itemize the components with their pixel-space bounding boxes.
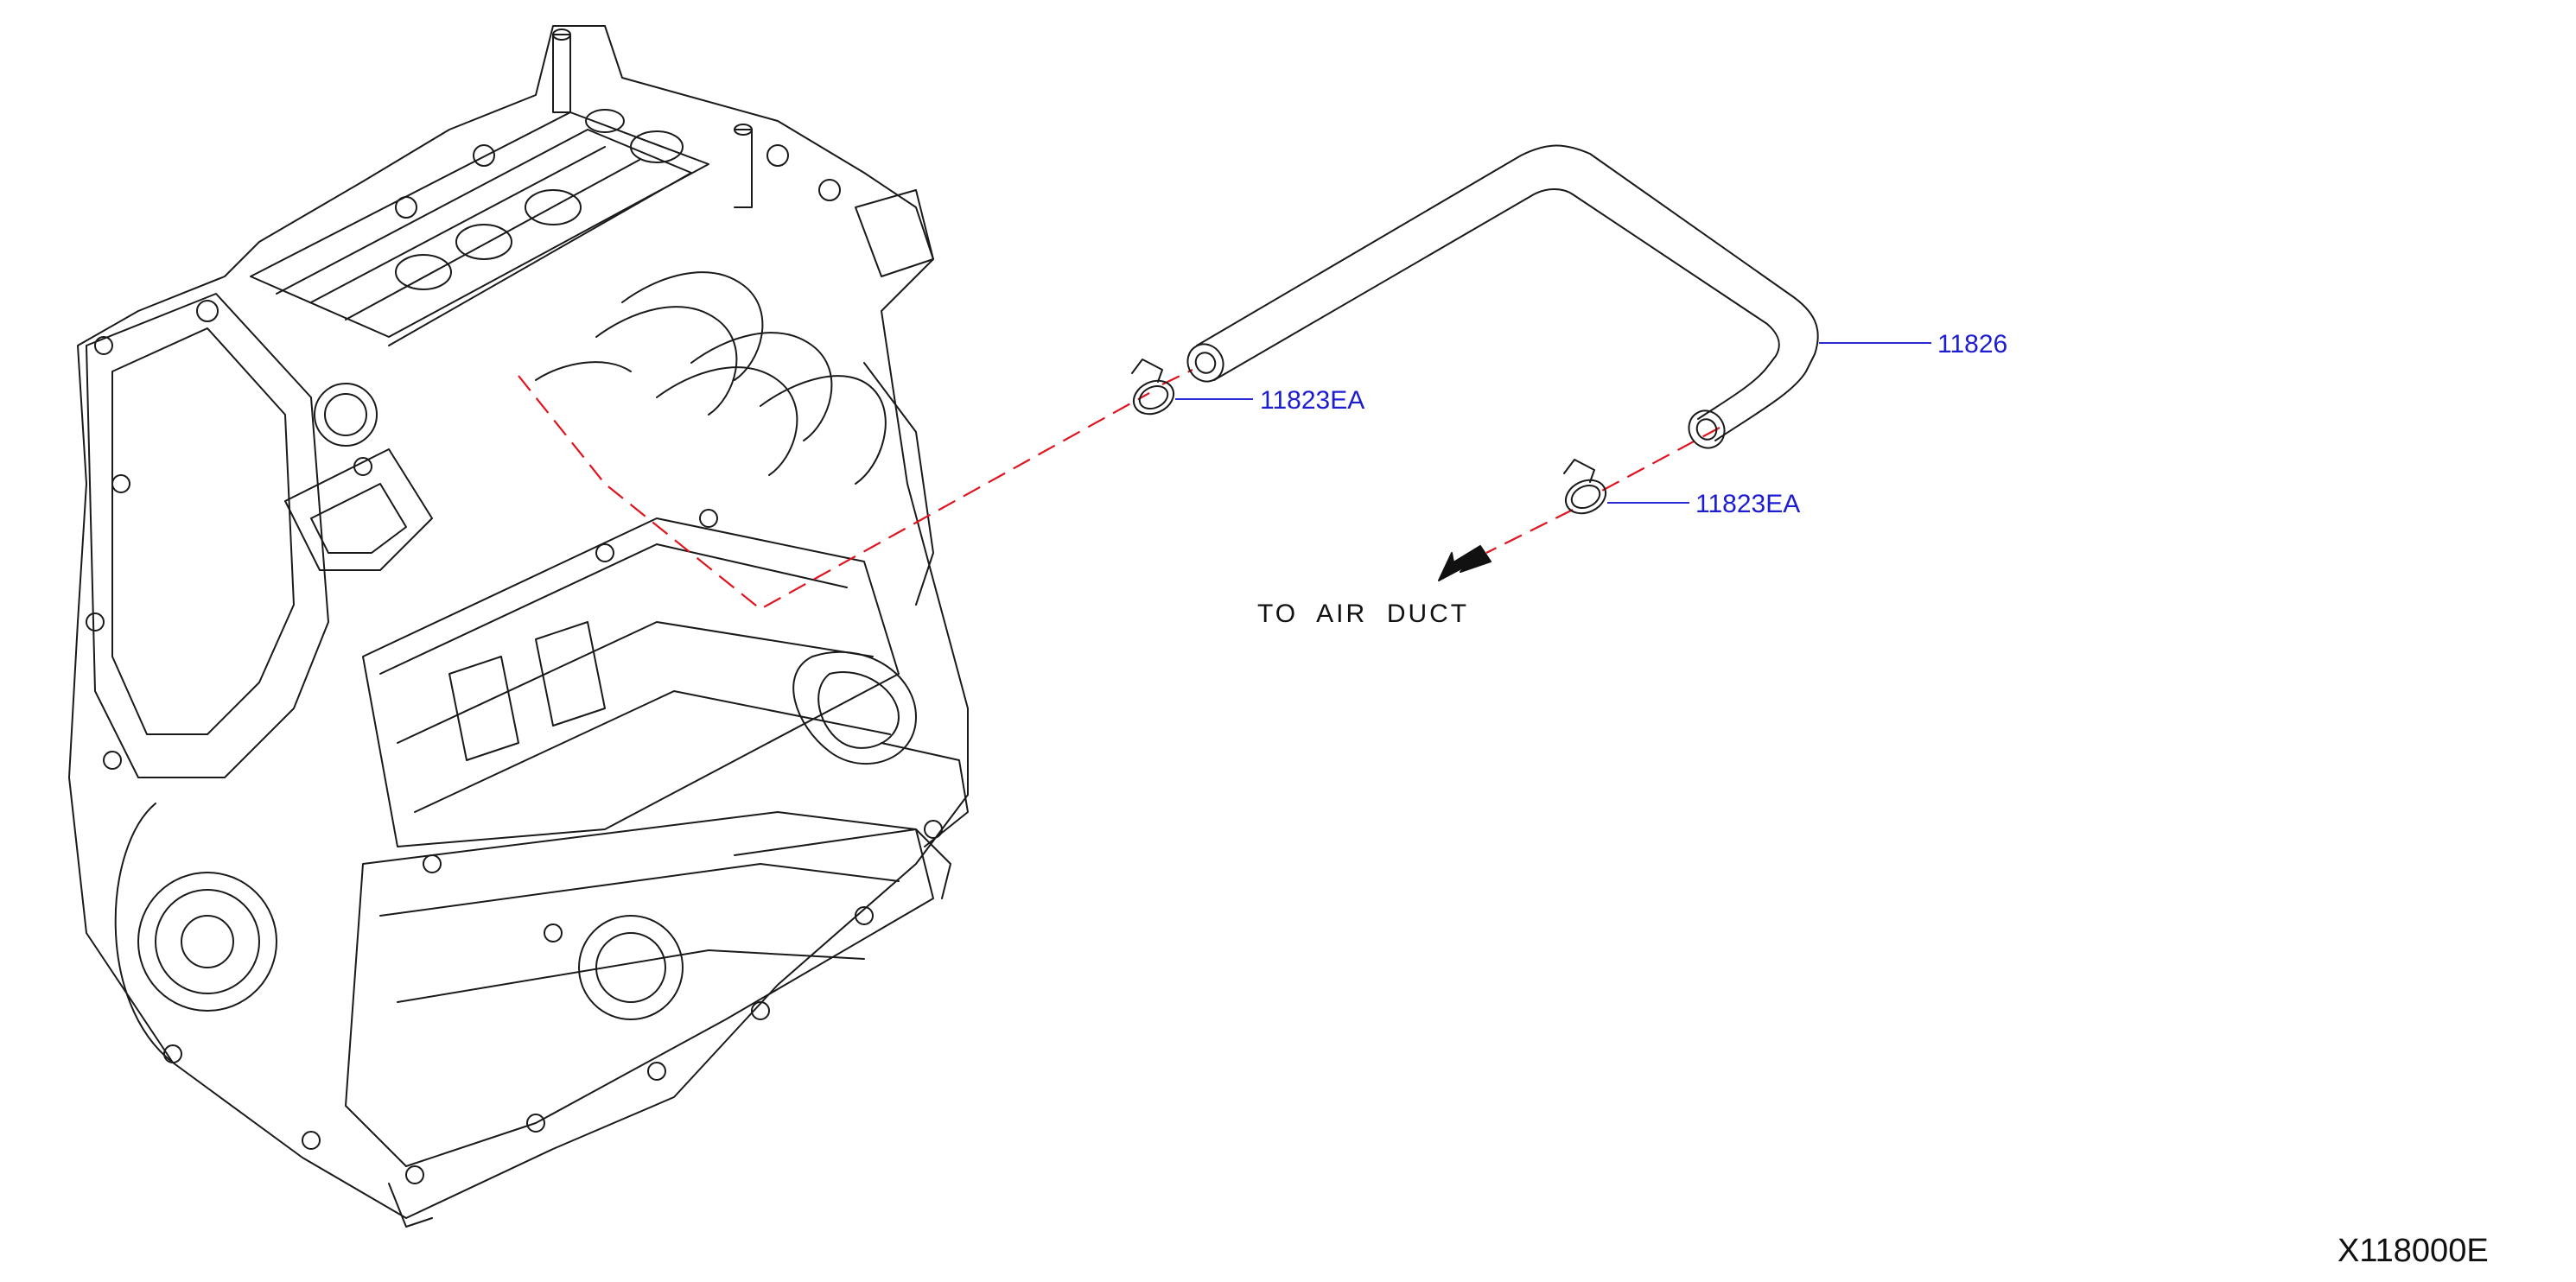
hose-clamp-upper (1131, 359, 1175, 416)
diagram-code: X118000E (2337, 1233, 2489, 1269)
callout-label-clamp-lower: 11823EA (1695, 490, 1800, 518)
callout-label-hose: 11826 (1937, 330, 2007, 359)
callout-label-clamp-upper: 11823EA (1260, 386, 1364, 415)
engine-assembly (68, 25, 969, 1228)
leader-lines (518, 369, 1721, 611)
leader-engine-to-upper-clamp (518, 375, 1150, 611)
breather-hose (1186, 144, 1819, 449)
air-duct-arrow-icon (1438, 545, 1492, 581)
hose-clamp-lower (1563, 459, 1607, 515)
leader-upper-clamp-to-hose (1161, 369, 1193, 385)
note-to-air-duct: TO AIR DUCT (1257, 600, 1469, 628)
leader-lower-clamp-to-hose (1598, 427, 1721, 493)
leader-lower-clamp-to-arrow (1485, 509, 1574, 554)
